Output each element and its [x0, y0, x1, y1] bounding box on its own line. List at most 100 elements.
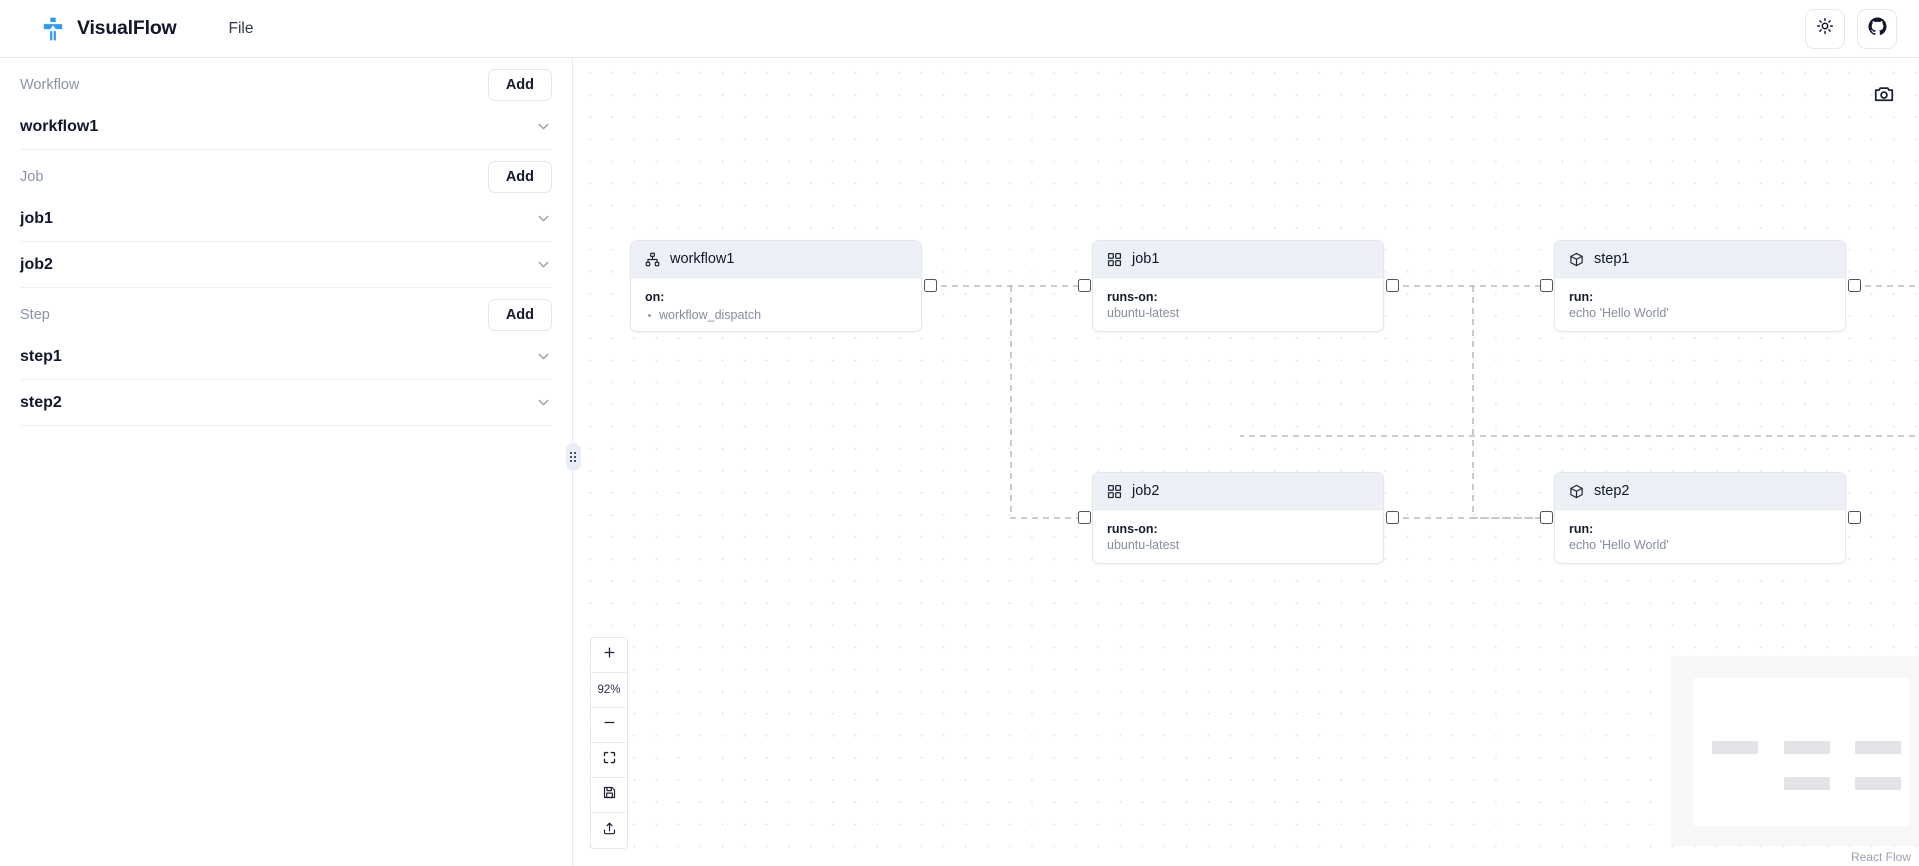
- node-title: job2: [1132, 483, 1160, 499]
- flow-canvas[interactable]: workflow1 on: workflow_dispatch job1 run…: [574, 58, 1919, 866]
- chevron-down-icon[interactable]: [535, 118, 552, 135]
- top-bar: VisualFlow File: [0, 0, 1919, 58]
- save-button[interactable]: [591, 778, 627, 813]
- screenshot-button[interactable]: [1871, 83, 1897, 109]
- fit-view-button[interactable]: [591, 743, 627, 778]
- handle-job2-source[interactable]: [1386, 511, 1399, 524]
- node-value: echo 'Hello World': [1569, 538, 1669, 553]
- zoom-out-button[interactable]: [591, 708, 627, 743]
- sidebar-section-header: Job Add: [20, 150, 552, 196]
- sun-icon: [1816, 17, 1834, 40]
- node-title: step1: [1594, 251, 1630, 267]
- sidebar-item-label: job1: [20, 209, 53, 227]
- node-body: run: echo 'Hello World': [1555, 510, 1845, 563]
- github-link-button[interactable]: [1857, 8, 1897, 49]
- sidebar: Workflow Add workflow1 Job Add job1 job2: [0, 58, 573, 866]
- node-step2[interactable]: step2 run: echo 'Hello World': [1554, 472, 1846, 564]
- sidebar-section-workflow: Workflow Add workflow1: [0, 58, 572, 150]
- minimap-node: [1712, 741, 1758, 754]
- sidebar-item-step2[interactable]: step2: [20, 380, 552, 426]
- handle-step1-target[interactable]: [1540, 279, 1553, 292]
- brand-name: VisualFlow: [77, 17, 177, 39]
- brand: VisualFlow: [40, 16, 177, 42]
- sidebar-item-job1[interactable]: job1: [20, 196, 552, 242]
- node-body: runs-on: ubuntu-latest: [1093, 510, 1383, 563]
- minimap-node: [1855, 777, 1901, 790]
- minimap-viewport: [1694, 678, 1909, 826]
- list-item: workflow_dispatch: [645, 307, 907, 324]
- sidebar-item-label: step2: [20, 393, 62, 411]
- sitemap-icon: [645, 252, 660, 267]
- chevron-down-icon[interactable]: [535, 348, 552, 365]
- edge-job1-step2: [1472, 286, 1546, 519]
- react-flow-attribution[interactable]: React Flow: [1850, 850, 1911, 864]
- sidebar-item-job2[interactable]: job2: [20, 242, 552, 288]
- theme-toggle-button[interactable]: [1805, 8, 1845, 49]
- sidebar-resize-handle[interactable]: [566, 443, 581, 471]
- github-icon: [1867, 16, 1887, 41]
- node-list: workflow_dispatch: [645, 307, 907, 324]
- handle-job1-target[interactable]: [1078, 279, 1091, 292]
- sidebar-section-header: Workflow Add: [20, 58, 552, 104]
- flow-controls: 92%: [590, 637, 628, 849]
- minimap[interactable]: [1671, 656, 1919, 846]
- node-key: on:: [645, 290, 665, 304]
- sitemap-icon: [40, 16, 66, 42]
- handle-step2-target[interactable]: [1540, 511, 1553, 524]
- node-header: workflow1: [631, 241, 921, 278]
- node-header: job2: [1093, 473, 1383, 510]
- node-header: job1: [1093, 241, 1383, 278]
- sidebar-section-header: Step Add: [20, 288, 552, 334]
- node-job1[interactable]: job1 runs-on: ubuntu-latest: [1092, 240, 1384, 332]
- node-workflow1[interactable]: workflow1 on: workflow_dispatch: [630, 240, 922, 332]
- sidebar-section-label-step: Step: [20, 307, 50, 323]
- sidebar-item-label: step1: [20, 347, 62, 365]
- node-body: run: echo 'Hello World': [1555, 278, 1845, 331]
- node-value: ubuntu-latest: [1107, 538, 1180, 553]
- add-job-button[interactable]: Add: [487, 161, 552, 193]
- node-header: step1: [1555, 241, 1845, 278]
- grid-icon: [1107, 484, 1122, 499]
- handle-job1-source[interactable]: [1386, 279, 1399, 292]
- camera-icon: [1873, 83, 1895, 110]
- menu-file[interactable]: File: [228, 19, 254, 37]
- export-button[interactable]: [591, 813, 627, 848]
- handle-workflow1-source[interactable]: [924, 279, 937, 292]
- fit-screen-icon: [602, 750, 617, 770]
- sidebar-item-label: workflow1: [20, 117, 99, 135]
- node-key: runs-on:: [1107, 290, 1158, 304]
- edge-workflow1-job2: [1010, 286, 1084, 519]
- node-key: run:: [1569, 522, 1594, 536]
- sidebar-item-label: job2: [20, 255, 53, 273]
- node-step1[interactable]: step1 run: echo 'Hello World': [1554, 240, 1846, 332]
- node-body: runs-on: ubuntu-latest: [1093, 278, 1383, 331]
- minimap-node: [1784, 741, 1830, 754]
- node-header: step2: [1555, 473, 1845, 510]
- sidebar-section-label-job: Job: [20, 169, 44, 185]
- node-body: on: workflow_dispatch: [631, 278, 921, 331]
- node-value: ubuntu-latest: [1107, 306, 1180, 321]
- zoom-in-button[interactable]: [591, 638, 627, 673]
- node-value: echo 'Hello World': [1569, 306, 1669, 321]
- upload-icon: [602, 821, 617, 841]
- node-title: workflow1: [670, 251, 735, 267]
- sidebar-section-step: Step Add step1 step2: [0, 288, 572, 426]
- chevron-down-icon[interactable]: [535, 210, 552, 227]
- handle-job2-target[interactable]: [1078, 511, 1091, 524]
- box-icon: [1569, 484, 1584, 499]
- node-job2[interactable]: job2 runs-on: ubuntu-latest: [1092, 472, 1384, 564]
- chevron-down-icon[interactable]: [535, 394, 552, 411]
- box-icon: [1569, 252, 1584, 267]
- sidebar-item-step1[interactable]: step1: [20, 334, 552, 380]
- sidebar-section-job: Job Add job1 job2: [0, 150, 572, 288]
- handle-step1-source[interactable]: [1848, 279, 1861, 292]
- sidebar-item-workflow1[interactable]: workflow1: [20, 104, 552, 150]
- top-bar-actions: [1805, 8, 1897, 49]
- chevron-down-icon[interactable]: [535, 256, 552, 273]
- add-workflow-button[interactable]: Add: [487, 69, 552, 101]
- node-key: run:: [1569, 290, 1594, 304]
- floppy-disk-icon: [602, 785, 617, 805]
- add-step-button[interactable]: Add: [487, 299, 552, 331]
- minus-icon: [602, 715, 617, 735]
- handle-step2-source[interactable]: [1848, 511, 1861, 524]
